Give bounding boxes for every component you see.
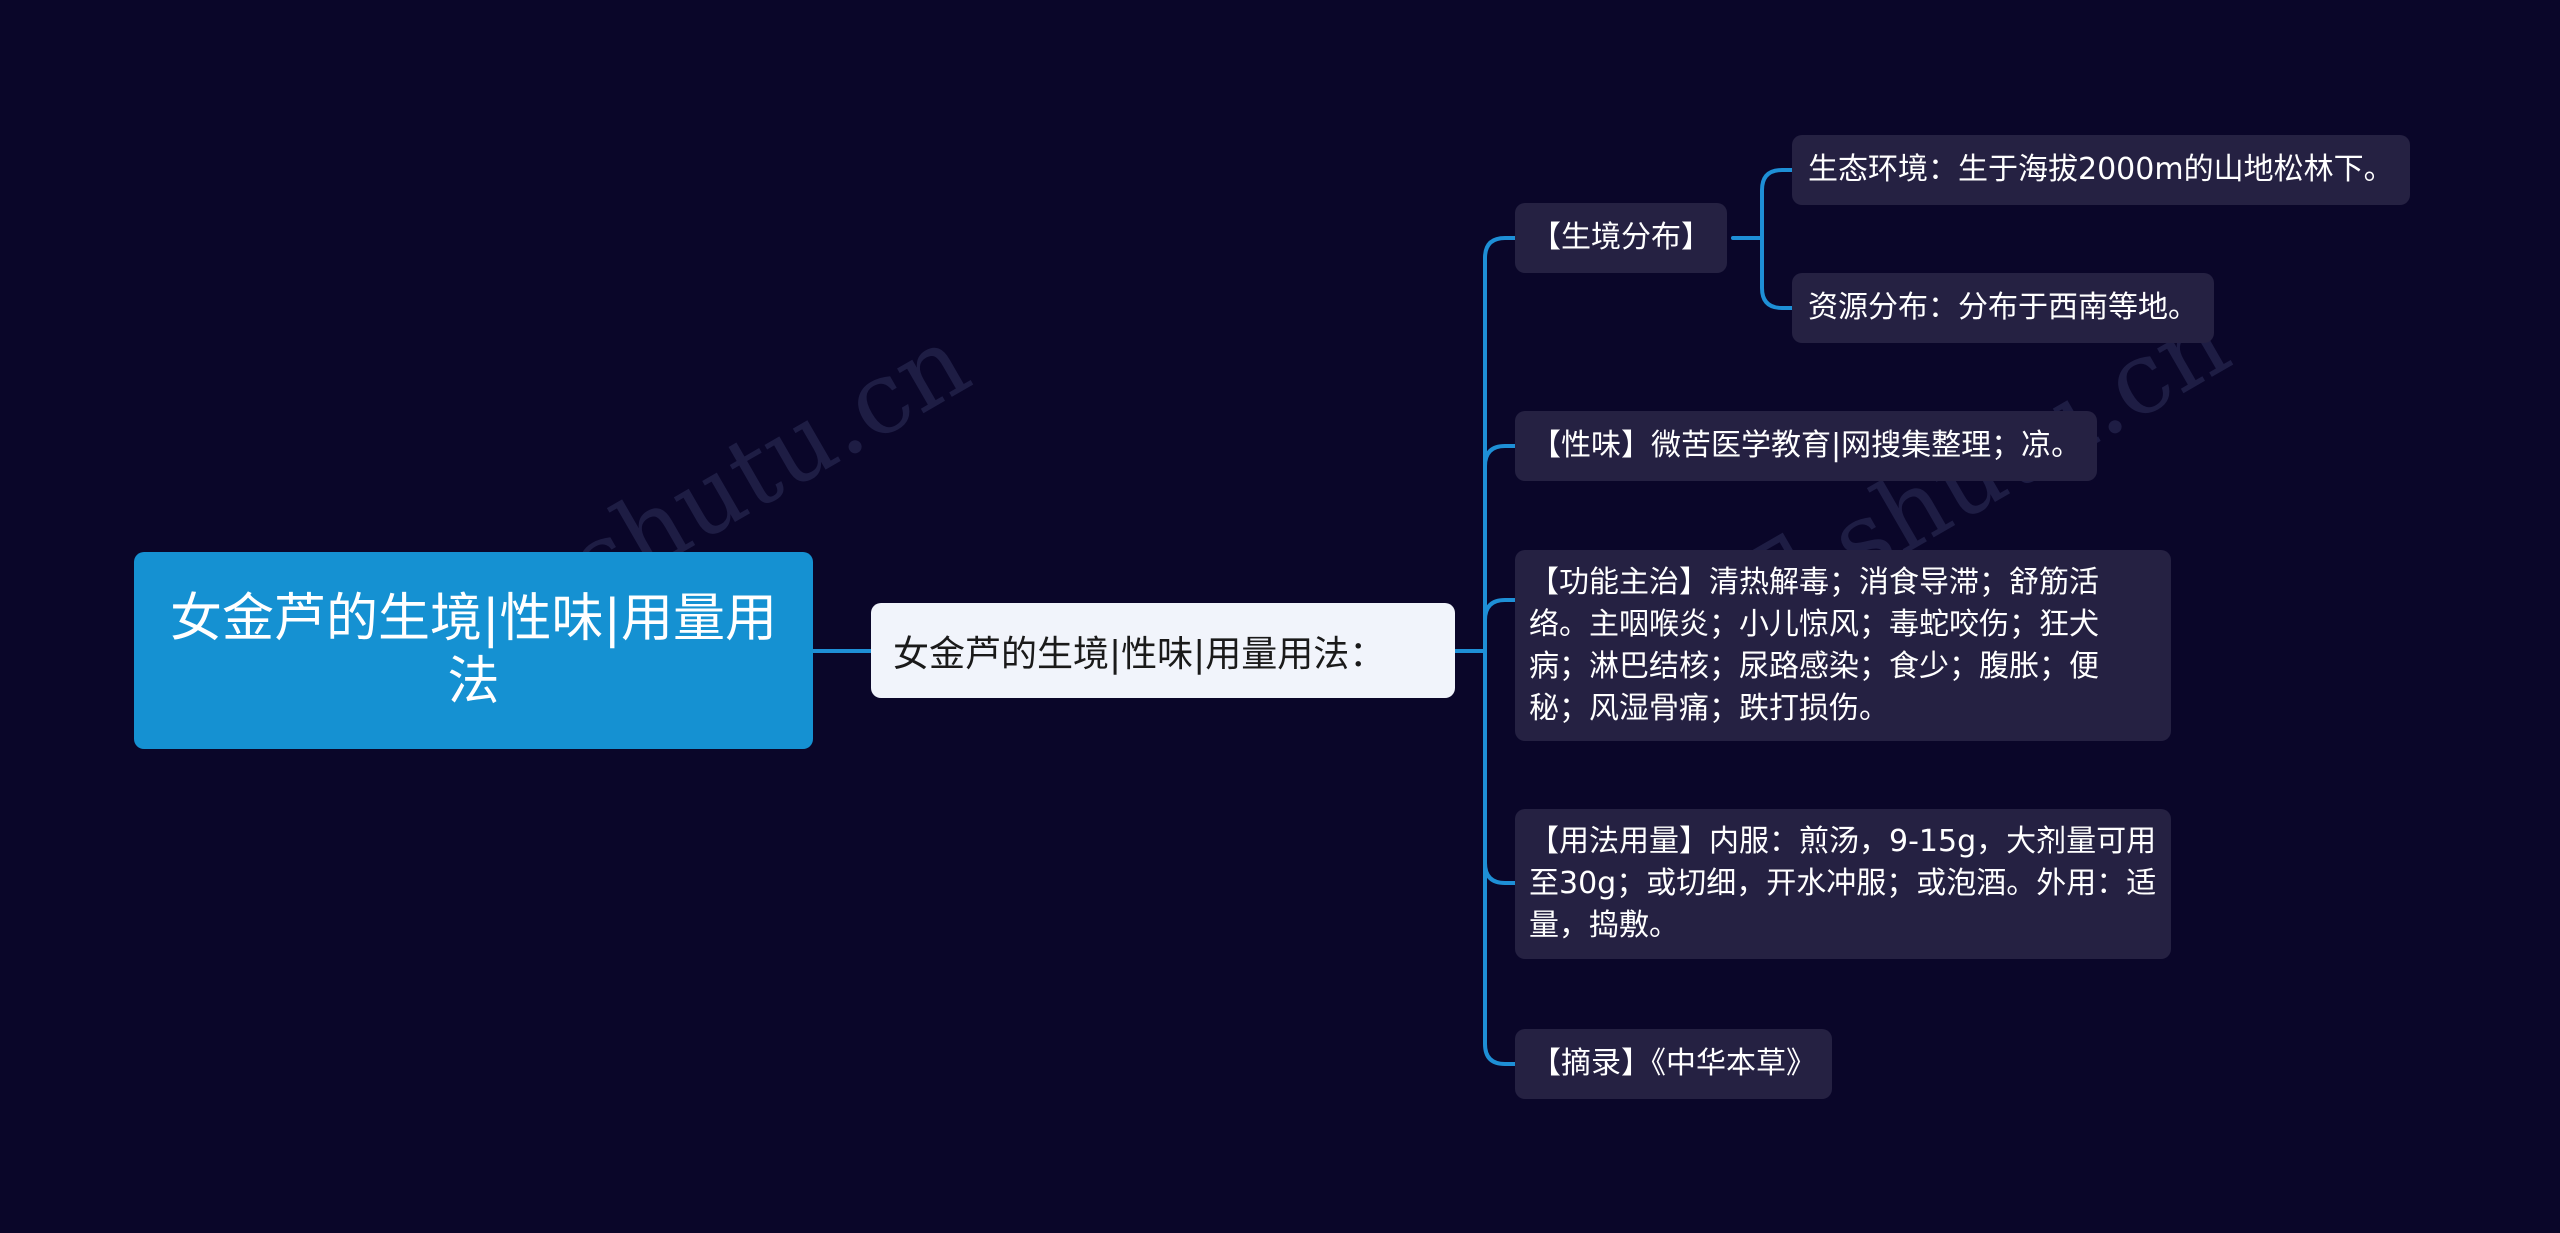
connector-branch-source bbox=[1483, 649, 1517, 1066]
root-node[interactable]: 女金芦的生境|性味|用量用法 bbox=[134, 552, 813, 749]
branch-function[interactable]: 【功能主治】清热解毒；消食导滞；舒筋活络。主咽喉炎；小儿惊风；毒蛇咬伤；狂犬病；… bbox=[1515, 550, 2171, 741]
leaf-resource[interactable]: 资源分布：分布于西南等地。 bbox=[1792, 273, 2214, 343]
branch-habitat[interactable]: 【生境分布】 bbox=[1515, 203, 1727, 273]
connector-branch-usage bbox=[1483, 649, 1517, 885]
connector-branch-taste bbox=[1483, 444, 1517, 653]
connector-habitat-ecology bbox=[1760, 168, 1794, 240]
branch-source[interactable]: 【摘录】《中华本草》 bbox=[1515, 1029, 1832, 1099]
branch-taste[interactable]: 【性味】微苦医学教育|网搜集整理；凉。 bbox=[1515, 411, 2098, 481]
connector-branch-habitat bbox=[1483, 236, 1517, 653]
sub-node[interactable]: 女金芦的生境|性味|用量用法： bbox=[871, 603, 1455, 698]
connector-branch-function bbox=[1483, 598, 1517, 653]
leaf-ecology[interactable]: 生态环境：生于海拔2000m的山地松林下。 bbox=[1792, 135, 2410, 205]
branch-usage[interactable]: 【用法用量】内服：煎汤，9-15g，大剂量可用至30g；或切细，开水冲服；或泡酒… bbox=[1515, 809, 2171, 959]
connector-habitat-resource bbox=[1760, 236, 1794, 310]
